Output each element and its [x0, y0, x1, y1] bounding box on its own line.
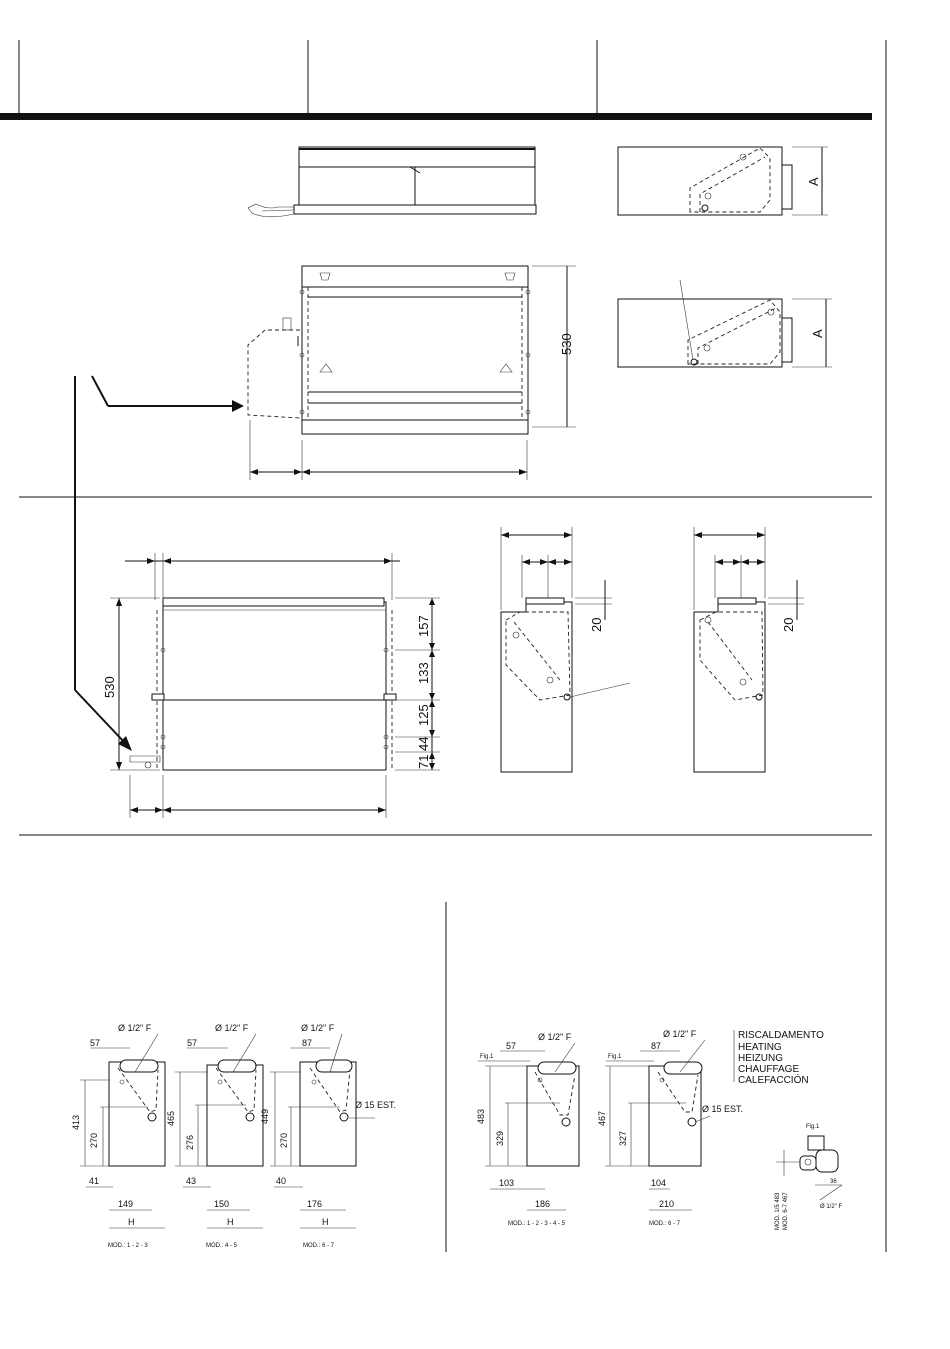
bottom-width-2: 150 [214, 1199, 229, 1209]
right-model-label-2: MOD.: 6 - 7 [649, 1221, 681, 1227]
bottom-offset-1: 41 [89, 1176, 99, 1186]
offset-20-b: 20 [781, 618, 796, 632]
top-offset-1: 57 [90, 1038, 100, 1048]
pipe-label-2: Ø 1/2" F [215, 1023, 249, 1033]
height-inner-3: 270 [279, 1133, 289, 1148]
heating-label-de: HEIZUNG [738, 1053, 783, 1064]
side-section-b: 20 [693, 527, 804, 773]
offset-20-a: 20 [589, 618, 604, 632]
bottom-offset-2: 43 [186, 1176, 196, 1186]
front-height-label-upper: 530 [559, 333, 574, 355]
top-offset-2: 57 [187, 1038, 197, 1048]
height-outer-2: 465 [166, 1111, 176, 1126]
detail-dim-36: 36 [830, 1179, 837, 1185]
heating-label-en: HEATING [738, 1042, 782, 1053]
dim-a-lower-label: A [810, 329, 825, 338]
pipe-label-1: Ø 1/2" F [118, 1023, 152, 1033]
right-bottom-offset-2: 104 [651, 1178, 666, 1188]
model-label-2: MOD.: 4 - 5 [206, 1243, 238, 1249]
height-inner-2: 276 [185, 1135, 195, 1150]
dim-a-upper-label: A [806, 177, 821, 186]
left-fittings-group-3: Ø 1/2" F Ø 15 EST. 87 449 270 40 176 H M… [260, 1023, 396, 1249]
width-h-3: H [322, 1217, 329, 1227]
detail-pipe-label: Ø 1/2" F [820, 1204, 842, 1210]
right-height-inner-1: 329 [495, 1131, 505, 1146]
header-frame [0, 40, 887, 1252]
left-fittings-group-1: Ø 1/2" F 57 413 270 41 149 H MOD.: 1 - 2… [71, 1023, 166, 1249]
heating-labels: RISCALDAMENTO HEATING HEIZUNG CHAUFFAGE … [733, 1030, 824, 1086]
right-top-offset-2: 87 [651, 1041, 661, 1051]
right-height-outer-1: 483 [476, 1109, 486, 1124]
height-inner-1: 270 [89, 1133, 99, 1148]
front-view-upper: 530 [247, 265, 576, 480]
right-pipe-label-1: Ø 1/2" F [538, 1032, 572, 1042]
top-offset-3: 87 [302, 1038, 312, 1048]
front-height-label-middle: 530 [102, 676, 117, 698]
width-h-1: H [128, 1217, 135, 1227]
side-view-lower: A [617, 279, 832, 368]
pointer-arrows [74, 375, 244, 751]
bottom-width-3: 176 [307, 1199, 322, 1209]
right-fittings-group-2: Ø 1/2" F Ø 15 EST. Fig.1 87 467 327 104 … [597, 1029, 743, 1227]
right-top-offset-1: 57 [506, 1041, 516, 1051]
right-bottom-offset-1: 103 [499, 1178, 514, 1188]
dim-133: 133 [416, 662, 431, 684]
bottom-width-1: 149 [118, 1199, 133, 1209]
detail-mod-1: MOD. 1/5 483 [775, 1192, 781, 1230]
width-h-2: H [227, 1217, 234, 1227]
right-bottom-width-1: 186 [535, 1199, 550, 1209]
model-label-1: MOD.: 1 - 2 - 3 [108, 1243, 148, 1249]
right-height-outer-2: 467 [597, 1111, 607, 1126]
fig-label-r2: Fig.1 [608, 1054, 622, 1060]
side-section-a: 20 [500, 527, 631, 773]
pipe-label-3: Ø 1/2" F [301, 1023, 335, 1033]
height-outer-1: 413 [71, 1115, 81, 1130]
dim-44: 44 [416, 737, 431, 751]
right-bottom-width-2: 210 [659, 1199, 674, 1209]
fig-label-r1: Fig.1 [480, 1054, 494, 1060]
right-drain-label-2: Ø 15 EST. [702, 1104, 743, 1114]
top-plan-view [247, 146, 537, 218]
detail-fig-1: Fig.1 36 Ø 1/2" F MOD. 1/5 483 MOD. 6-7 … [775, 1124, 842, 1230]
right-height-inner-2: 327 [618, 1131, 628, 1146]
right-model-label-1: MOD.: 1 - 2 - 3 - 4 - 5 [508, 1221, 566, 1227]
left-fittings-group-2: Ø 1/2" F 57 465 276 43 150 H MOD.: 4 - 5 [166, 1023, 264, 1249]
heating-label-fr: CHAUFFAGE [738, 1064, 799, 1075]
detail-mod-2: MOD. 6-7 467 [783, 1192, 789, 1230]
heating-label-it: RISCALDAMENTO [738, 1030, 824, 1041]
dim-71: 71 [416, 755, 431, 769]
drain-label-3: Ø 15 EST. [355, 1100, 396, 1110]
bottom-offset-3: 40 [276, 1176, 286, 1186]
right-fittings-group-1: Ø 1/2" F Fig.1 57 483 329 103 186 MOD.: … [476, 1032, 580, 1227]
right-pipe-label-2: Ø 1/2" F [663, 1029, 697, 1039]
heating-label-es: CALEFACCIÓN [738, 1073, 809, 1086]
front-view-middle: 530 157 133 125 44 71 [102, 553, 440, 818]
detail-fig-label: Fig.1 [806, 1124, 820, 1130]
height-outer-3: 449 [260, 1109, 270, 1124]
dim-157: 157 [416, 615, 431, 637]
side-view-upper: A [617, 146, 828, 216]
model-label-3: MOD.: 6 - 7 [303, 1243, 335, 1249]
dim-125: 125 [416, 704, 431, 726]
